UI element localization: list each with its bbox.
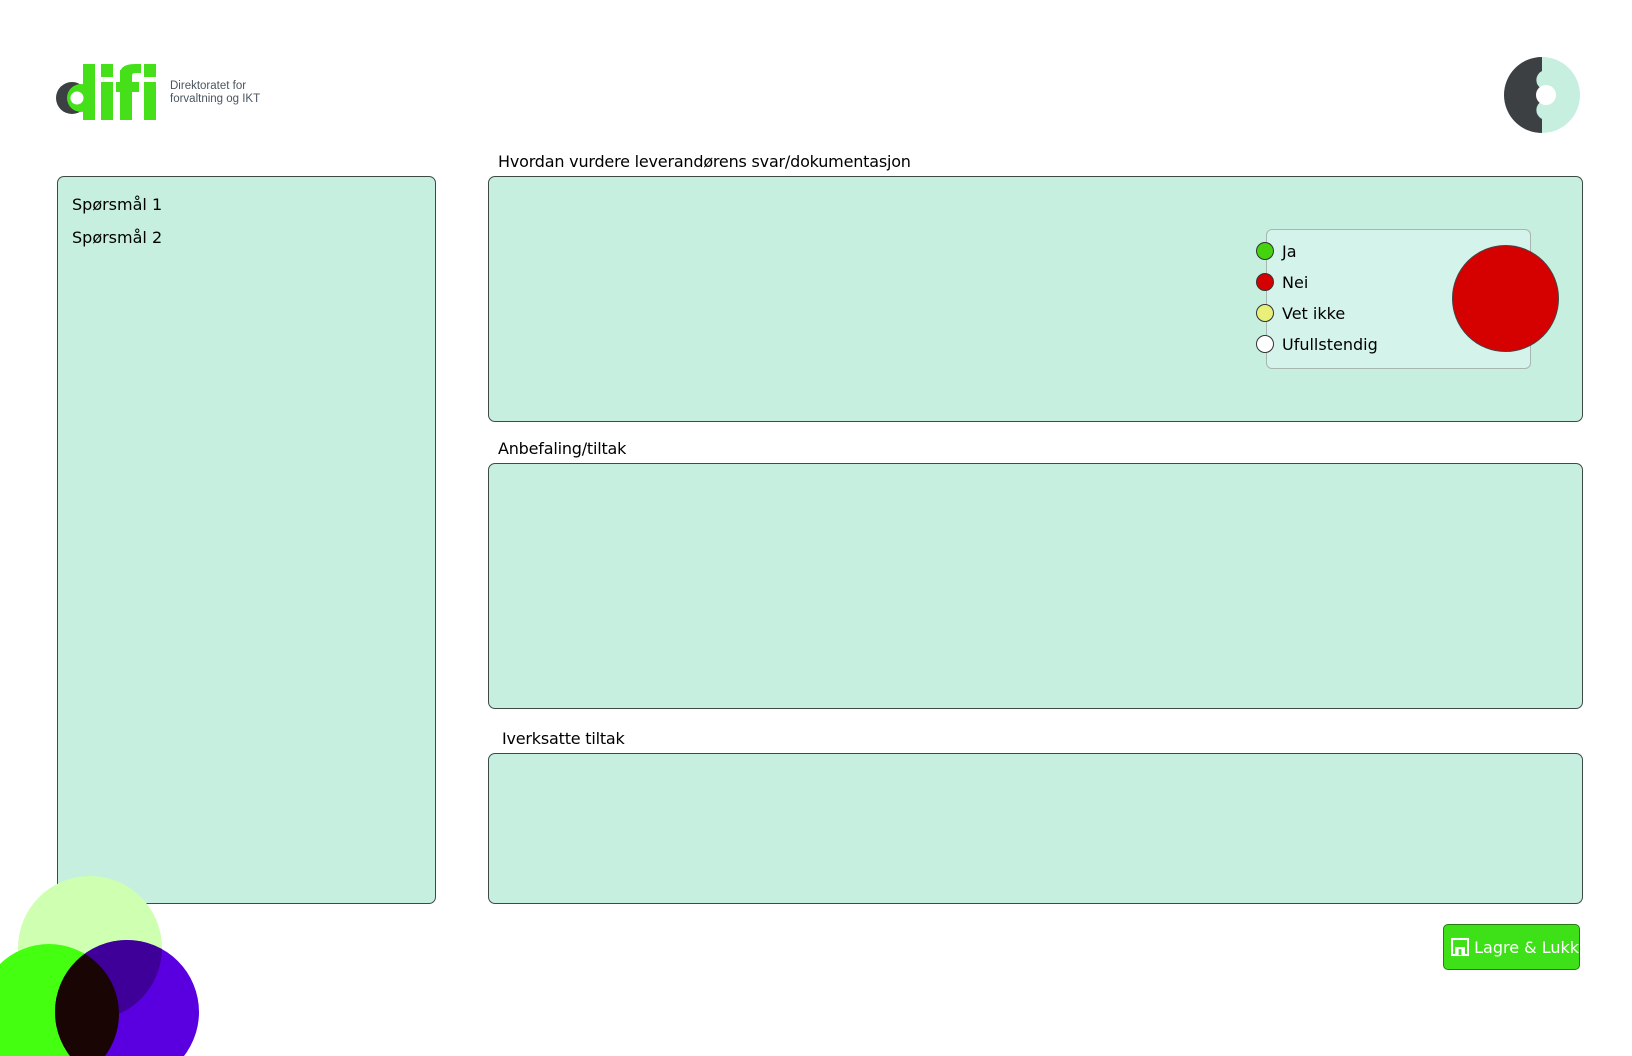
decorative-circles: [0, 876, 199, 1056]
radio-ja-icon[interactable]: [1256, 242, 1274, 260]
implemented-textarea[interactable]: [488, 753, 1583, 904]
logo-subtitle-line1: Direktoratet for: [170, 80, 247, 92]
radio-ufullstendig-icon[interactable]: [1256, 335, 1274, 353]
logo-subtitle: Direktoratet for forvaltning og IKT: [170, 80, 260, 106]
difi-logo-mark: [56, 64, 156, 120]
difi-logo: [55, 62, 285, 124]
save-close-button[interactable]: Lagre & Lukk: [1443, 924, 1580, 970]
status-option-vet-ikke[interactable]: Vet ikke: [1256, 302, 1345, 324]
recommendation-textarea[interactable]: [488, 463, 1583, 709]
save-close-label: Lagre & Lukk: [1474, 937, 1579, 957]
status-option-ja[interactable]: Ja: [1256, 240, 1297, 262]
question-item-2[interactable]: Spørsmål 2: [72, 228, 163, 247]
brand-emblem-icon: [1504, 57, 1580, 133]
radio-nei-icon[interactable]: [1256, 273, 1274, 291]
logo-subtitle-line2: forvaltning og IKT: [170, 93, 261, 105]
implemented-section-title: Iverksatte tiltak: [502, 729, 625, 748]
status-option-ufullstendig[interactable]: Ufullstendig: [1256, 333, 1378, 355]
radio-vet-ikke-icon[interactable]: [1256, 304, 1274, 322]
status-indicator: [1452, 245, 1559, 352]
radio-ja-label: Ja: [1282, 241, 1297, 261]
question-item-1[interactable]: Spørsmål 1: [72, 195, 163, 214]
save-icon: [1451, 937, 1470, 957]
question-list-panel: Spørsmål 1 Spørsmål 2: [57, 176, 436, 904]
status-option-nei[interactable]: Nei: [1256, 271, 1308, 293]
radio-nei-label: Nei: [1282, 272, 1309, 292]
assessment-section-title: Hvordan vurdere leverandørens svar/dokum…: [498, 152, 911, 171]
recommendation-section-title: Anbefaling/tiltak: [498, 439, 627, 458]
radio-vet-ikke-label: Vet ikke: [1282, 303, 1346, 323]
radio-ufullstendig-label: Ufullstendig: [1282, 334, 1378, 354]
